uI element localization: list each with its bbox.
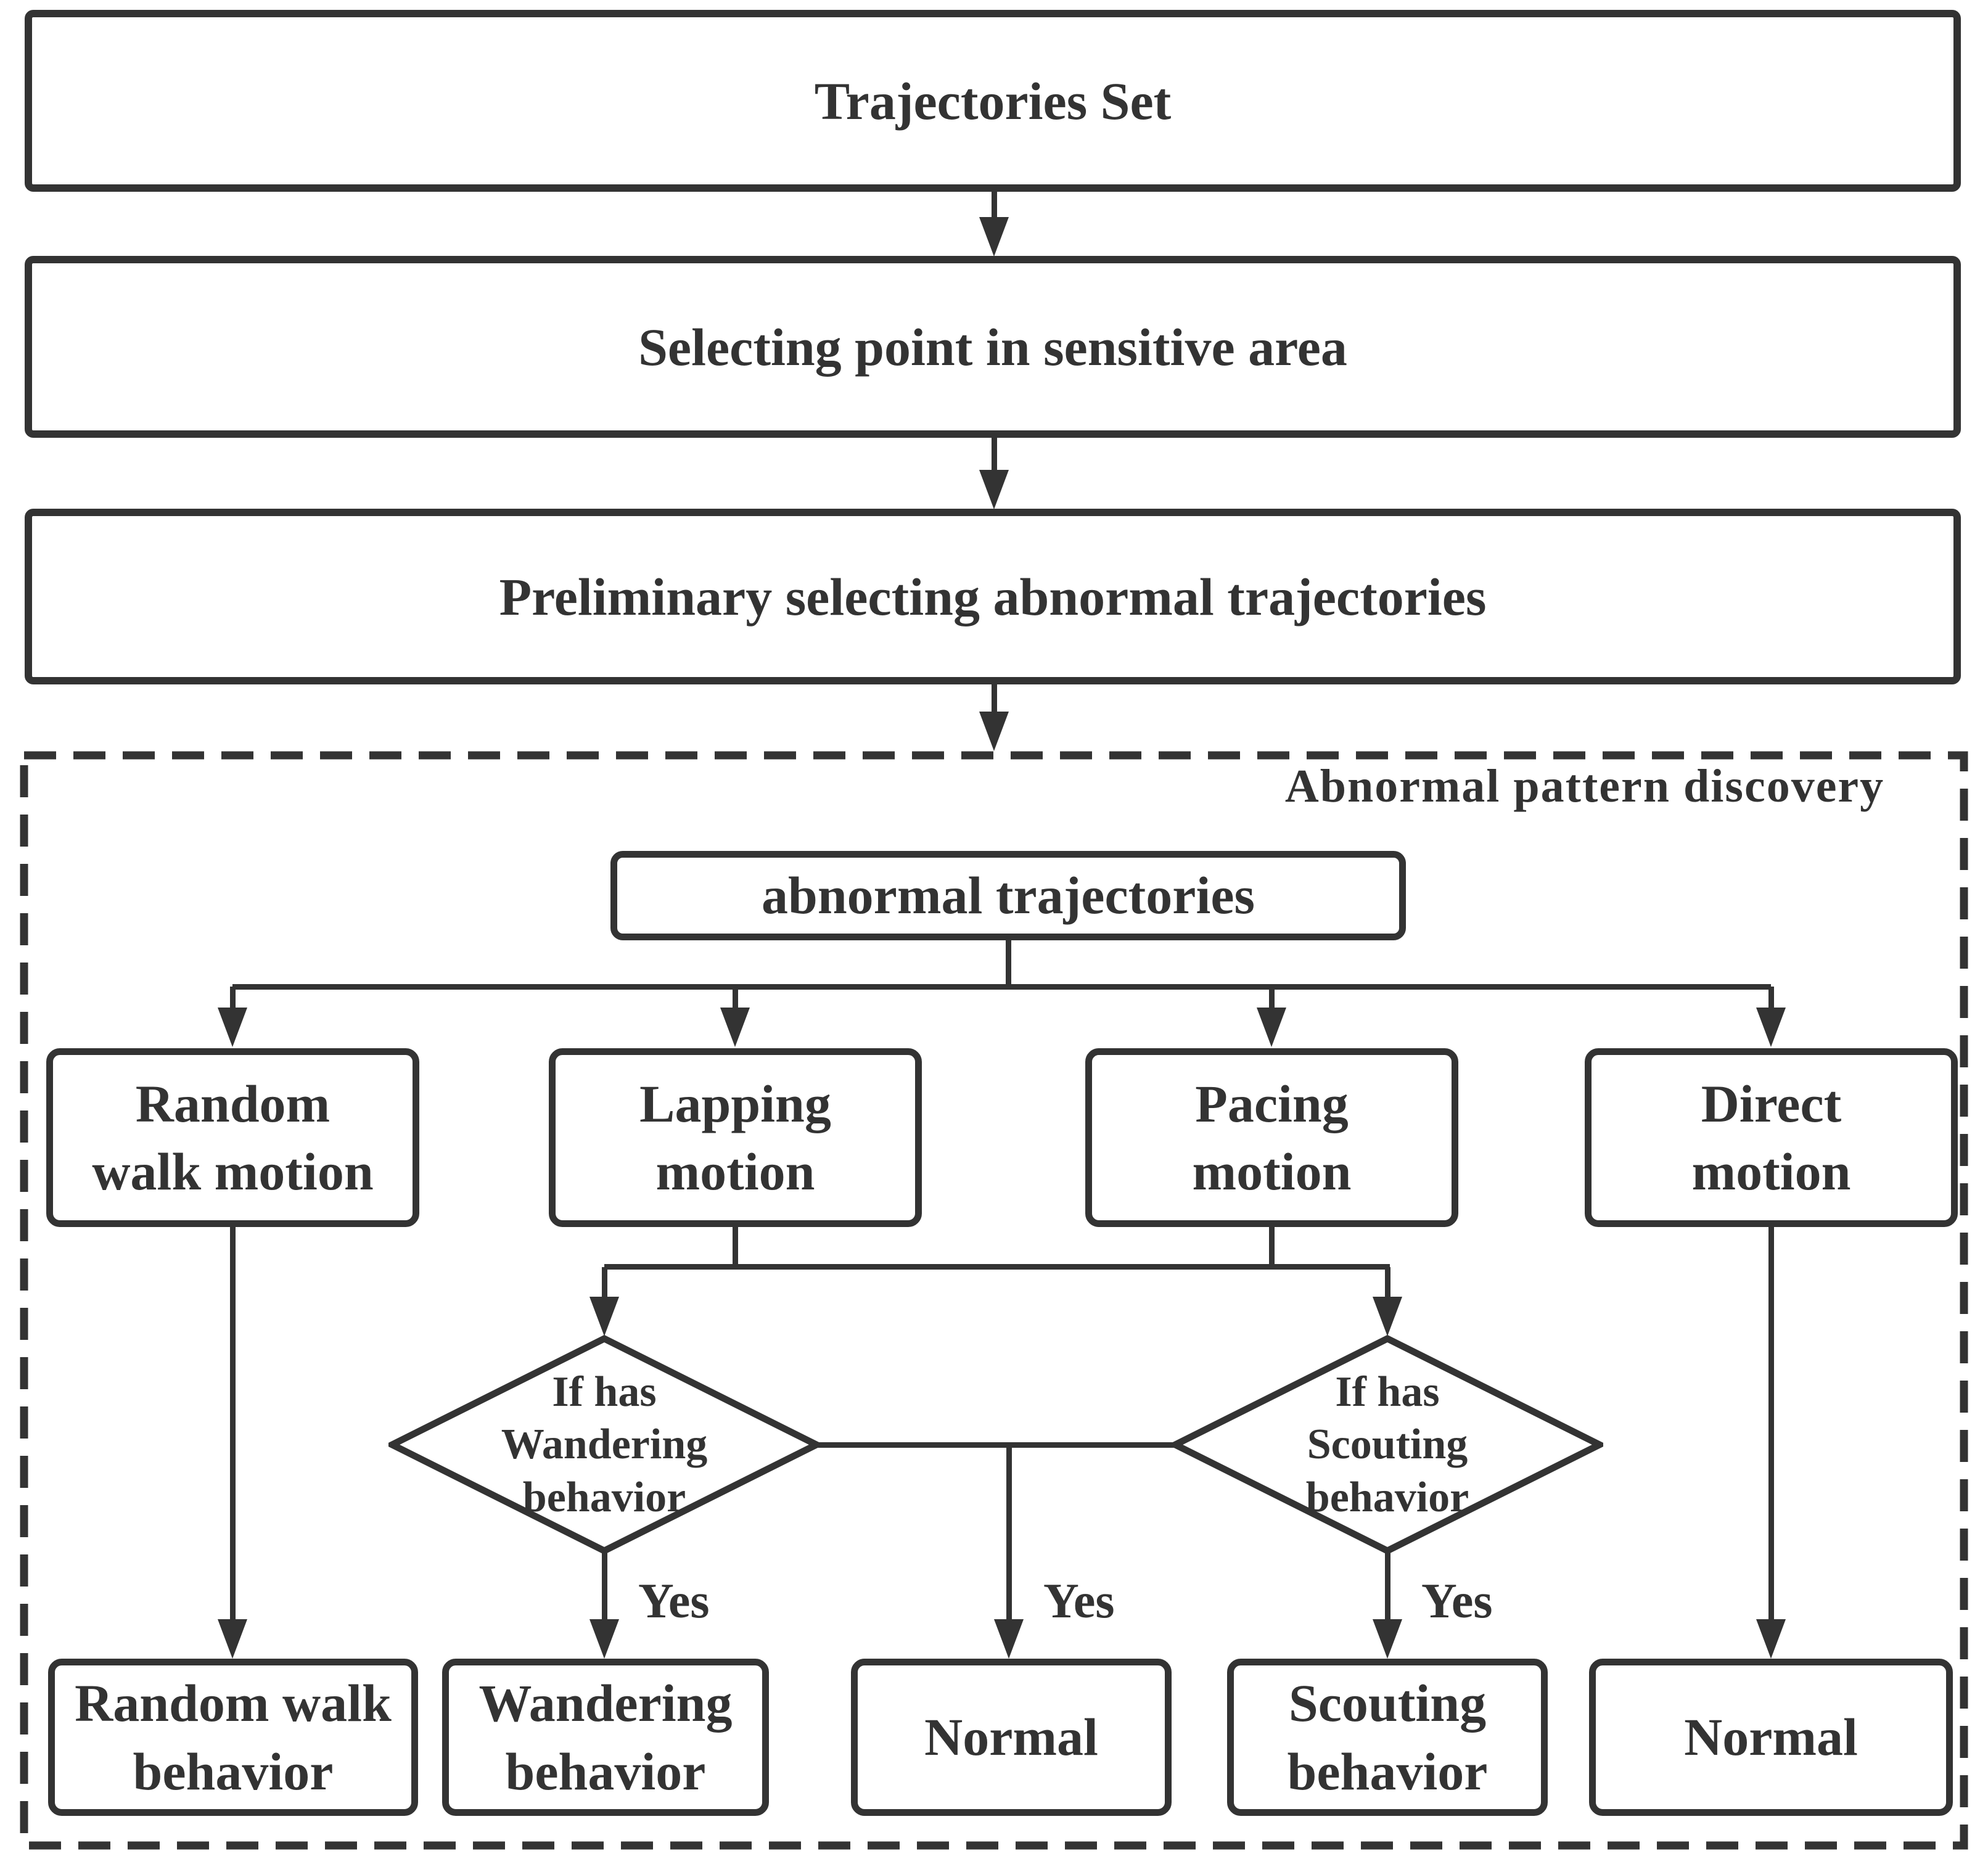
node-selecting-point: Selecting point in sensitive area [25,256,1961,438]
scouting-check-line2: Scouting [1307,1421,1468,1469]
node-direct-motion: Direct motion [1585,1048,1958,1227]
arrow-to-lapping-motion-head [720,1008,750,1047]
node-trajectories-set-label: Trajectories Set [814,71,1172,131]
node-scouting-behavior: Scouting behavior [1227,1659,1548,1816]
arrow-to-wandering-behavior-head [589,1619,619,1659]
node-lapping-motion-line2: motion [655,1142,815,1201]
stem-abnormal-trajectories [1006,936,1011,990]
stem-lapping-down [733,1224,738,1270]
node-abnormal-trajectories: abnormal trajectories [610,851,1406,940]
arrow-to-random-walk-behavior-head [218,1619,247,1659]
wandering-check-line1: If has [552,1368,657,1416]
dashed-region-border [20,751,1968,1850]
node-pacing-motion-line2: motion [1192,1142,1352,1201]
arrow-to-direct-motion-stem [1768,987,1774,1011]
connector-lapping-pacing [604,1264,1390,1270]
wandering-behavior-line1: Wandering [479,1673,733,1733]
scouting-behavior-line1: Scouting [1288,1673,1487,1733]
node-trajectories-set: Trajectories Set [25,10,1961,192]
distribution-line [232,984,1771,990]
arrow-to-normal-middle-stem [1006,1445,1012,1623]
arrow-to-scouting-check-stem [1385,1267,1390,1302]
yes-label-middle: Yes [1043,1574,1115,1628]
region-title: Abnormal pattern discovery [1284,760,1885,812]
arrow-to-random-walk-motion-stem [230,987,236,1011]
node-lapping-motion: Lapping motion [549,1048,922,1227]
arrow-to-discovery-head [979,712,1009,751]
yes-label-left: Yes [638,1574,710,1628]
arrow-to-selecting-stem [992,188,997,221]
arrow-to-direct-motion-head [1756,1008,1786,1047]
arrow-to-normal-right-head [1756,1619,1786,1659]
node-random-walk-motion: Random walk motion [46,1048,419,1227]
node-random-walk-motion-line2: walk motion [92,1142,374,1201]
arrow-to-preliminary-stem [992,434,997,475]
node-normal-right: Normal [1589,1659,1953,1816]
node-lapping-motion-line1: Lapping [639,1074,831,1133]
arrow-to-normal-right-stem [1768,1224,1774,1623]
normal-right-line1: Normal [1684,1707,1858,1767]
arrow-to-preliminary-head [979,470,1009,509]
arrow-to-random-walk-motion-head [218,1008,247,1047]
yes-label-right: Yes [1421,1574,1493,1628]
scouting-check-line3: behavior [1305,1473,1469,1521]
node-pacing-motion-line1: Pacing [1195,1074,1349,1133]
arrow-to-wandering-check-head [589,1297,619,1336]
wandering-behavior-line2: behavior [505,1741,706,1801]
node-selecting-point-label: Selecting point in sensitive area [638,317,1347,377]
node-abnormal-trajectories-label: abnormal trajectories [762,866,1255,926]
normal-middle-line1: Normal [924,1707,1098,1767]
node-pacing-motion: Pacing motion [1085,1048,1458,1227]
wandering-check-line3: behavior [522,1473,686,1521]
arrow-to-scouting-behavior-head [1373,1619,1402,1659]
node-random-walk-motion-line1: Random [135,1074,331,1133]
wandering-check-line2: Wandering [501,1421,708,1469]
arrow-to-scouting-behavior-stem [1385,1551,1390,1623]
scouting-behavior-line2: behavior [1287,1741,1488,1801]
diamond-wandering-check-label: If has Wandering behavior [388,1335,820,1554]
arrow-to-wandering-behavior-stem [602,1551,607,1623]
node-direct-motion-line1: Direct [1701,1074,1842,1133]
node-random-walk-behavior: Random walk behavior [48,1659,418,1816]
stem-pacing-down [1269,1224,1275,1270]
arrow-to-pacing-motion-stem [1269,987,1275,1011]
node-preliminary-selecting-label: Preliminary selecting abnormal trajector… [499,567,1487,626]
arrow-to-scouting-check-head [1373,1297,1402,1336]
connector-between-diamonds [817,1442,1175,1448]
arrow-to-discovery-stem [992,681,997,715]
random-walk-behavior-line1: Random walk [75,1673,392,1733]
node-direct-motion-line2: motion [1691,1142,1851,1201]
arrow-to-normal-middle-head [994,1619,1024,1659]
arrow-to-selecting-head [979,217,1009,257]
node-preliminary-selecting: Preliminary selecting abnormal trajector… [25,509,1961,684]
random-walk-behavior-line2: behavior [133,1741,334,1801]
arrow-to-random-walk-behavior-stem [230,1224,236,1623]
arrow-to-lapping-motion-stem [733,987,738,1011]
node-normal-middle: Normal [851,1659,1172,1816]
node-wandering-behavior: Wandering behavior [442,1659,769,1816]
scouting-check-line1: If has [1335,1368,1440,1416]
arrow-to-pacing-motion-head [1257,1008,1286,1047]
arrow-to-wandering-check-stem [602,1267,607,1302]
diamond-scouting-check-label: If has Scouting behavior [1172,1335,1603,1554]
